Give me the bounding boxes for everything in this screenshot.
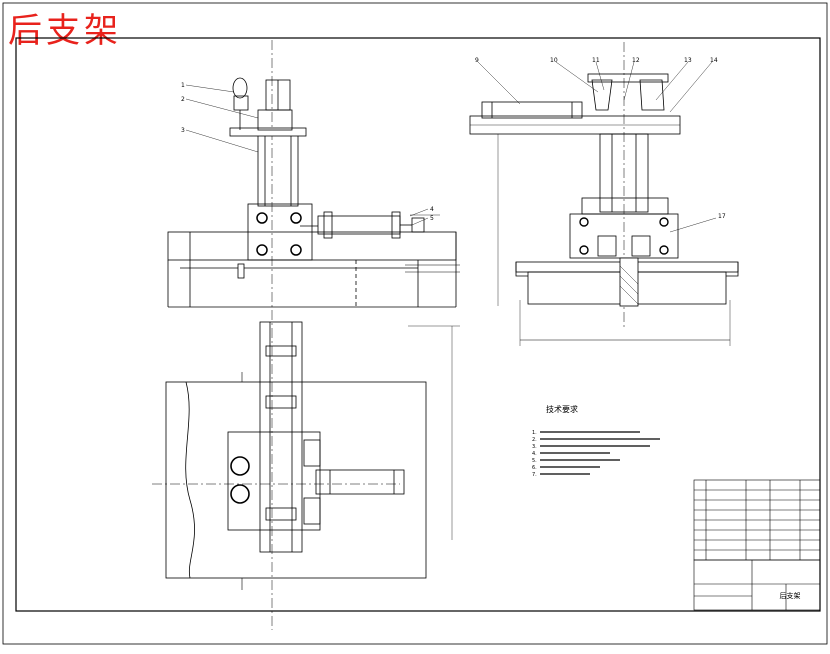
callout-label: 3 [181,127,185,134]
front-view [167,40,460,630]
technical-requirements: 技术要求 1. 2. 3. 4. 5. 6. 7. [532,404,578,478]
side-callouts: 9 10 11 12 13 14 17 [475,57,726,220]
callout-label: 12 [632,57,640,64]
outer-border [2,2,828,645]
callout-label: 9 [475,57,479,64]
tech-notes-heading: 技术要求 [546,404,578,414]
callout-label: 1 [181,82,185,89]
callout-label: 5 [430,215,434,222]
tech-note-item: 2. [532,437,537,443]
callout-label: 13 [684,57,692,64]
drawing-title-stamp: 后支架 [8,11,122,51]
tech-note-item: 3. [532,444,537,450]
tech-note-item: 1. [532,430,537,436]
tech-note-item: 6. [532,465,537,471]
callout-label: 2 [181,96,185,103]
inner-border [15,37,821,612]
callout-label: 11 [592,57,600,64]
tech-note-item: 7. [532,472,537,478]
title-block-name: 后支架 [780,591,801,600]
front-callouts: 1 2 3 4 5 [181,82,434,222]
side-view [469,42,739,346]
parts-list-table [693,479,821,611]
tech-note-item: 4. [532,451,537,457]
plan-view [152,321,460,590]
tech-note-lines [540,431,660,475]
callout-label: 10 [550,57,558,64]
callout-label: 17 [718,213,726,220]
callout-label: 14 [710,57,718,64]
callout-label: 4 [430,206,434,213]
tech-note-item: 5. [532,458,537,464]
